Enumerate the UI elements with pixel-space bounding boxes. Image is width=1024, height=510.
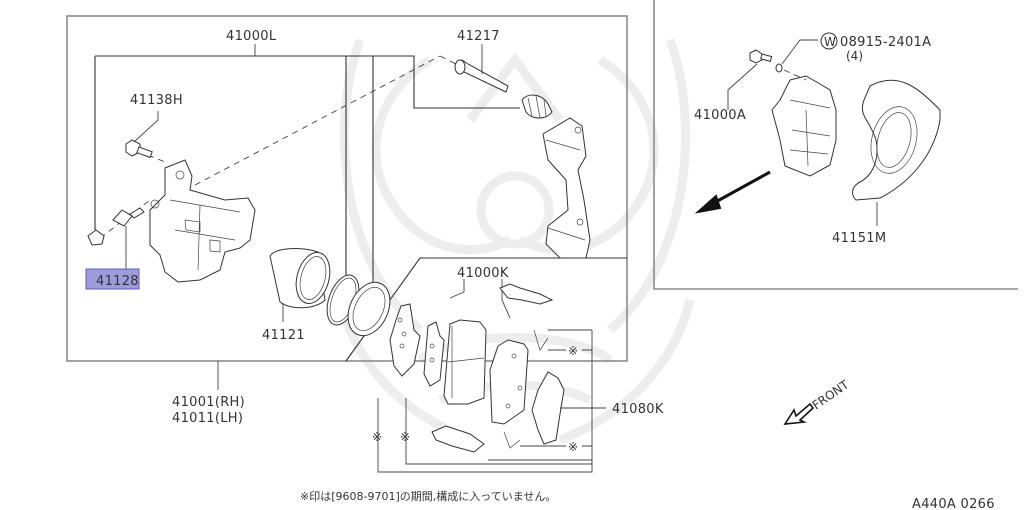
slide-pin-part[interactable] bbox=[454, 59, 509, 93]
anti-squeal-shim-outer[interactable] bbox=[389, 303, 421, 377]
pad-spring-upper[interactable] bbox=[499, 283, 554, 305]
label-41217[interactable]: 41217 bbox=[457, 29, 500, 44]
pin-boot-part[interactable] bbox=[521, 94, 553, 119]
piston-part[interactable] bbox=[269, 248, 335, 309]
caliper-assembly-reference[interactable] bbox=[771, 75, 837, 177]
highlighted-part-box[interactable] bbox=[85, 268, 140, 290]
mount-bolt-part[interactable] bbox=[749, 49, 773, 64]
label-washer-qty: (4) bbox=[846, 49, 863, 63]
shim-41080k-part[interactable] bbox=[531, 371, 565, 445]
label-41080k[interactable]: 41080K bbox=[612, 402, 664, 417]
front-arrow-icon bbox=[783, 402, 815, 425]
torque-member-part[interactable] bbox=[542, 117, 591, 259]
dust-boot-part[interactable] bbox=[340, 276, 398, 343]
main-frame bbox=[66, 15, 628, 362]
marker-symbol: ※ bbox=[372, 430, 382, 444]
marker-symbol: ※ bbox=[568, 344, 578, 358]
bolt-part[interactable] bbox=[125, 139, 153, 159]
label-41000k[interactable]: 41000K bbox=[457, 266, 509, 281]
label-41000l[interactable]: 41000L bbox=[226, 29, 277, 44]
caliper-body-part[interactable] bbox=[149, 159, 256, 283]
marker-symbol: ※ bbox=[400, 430, 410, 444]
pad-spring-lower[interactable] bbox=[431, 425, 485, 453]
marker-symbol: ※ bbox=[568, 440, 578, 454]
label-41001-rh[interactable]: 41001(RH) bbox=[172, 395, 245, 410]
washer-code-circle-icon bbox=[820, 32, 838, 50]
label-41151m[interactable]: 41151M bbox=[832, 231, 886, 246]
label-41121[interactable]: 41121 bbox=[262, 328, 305, 343]
label-41011-lh[interactable]: 41011(LH) bbox=[172, 411, 243, 426]
washer-code: W bbox=[824, 35, 836, 49]
front-label: FRONT bbox=[810, 377, 852, 412]
footnote: ※印は[9608-9701]の期間,構成に入っていません。 bbox=[300, 490, 556, 503]
label-41000a[interactable]: 41000A bbox=[694, 108, 746, 123]
brake-pad-outer[interactable] bbox=[489, 339, 529, 425]
brake-pad-inner[interactable] bbox=[443, 319, 487, 405]
label-08915-2401a[interactable]: 08915-2401A bbox=[840, 35, 931, 50]
washer-part[interactable] bbox=[775, 63, 783, 73]
figure-id: A440A 0266 bbox=[912, 497, 995, 510]
label-41128[interactable]: 41128 bbox=[96, 274, 139, 289]
anti-squeal-shim-inner[interactable] bbox=[423, 321, 445, 387]
bleeder-screw-part[interactable] bbox=[87, 207, 145, 246]
label-41138h[interactable]: 41138H bbox=[130, 93, 183, 108]
baffle-plate-part[interactable] bbox=[852, 79, 941, 201]
direction-arrow-icon bbox=[711, 170, 771, 206]
reference-panel-frame bbox=[653, 0, 1018, 290]
marker-brackets bbox=[377, 329, 593, 473]
